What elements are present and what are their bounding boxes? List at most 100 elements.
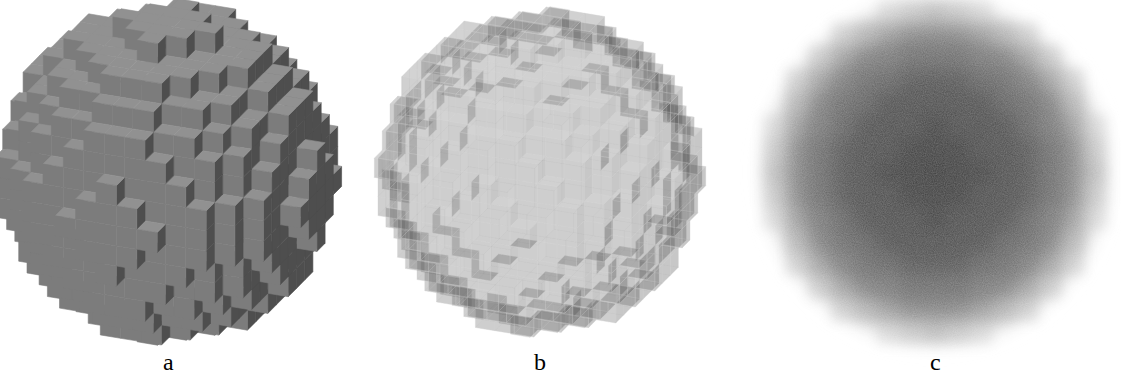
voxel-face xyxy=(620,169,639,191)
voxel-face xyxy=(600,128,620,150)
voxel-face xyxy=(125,298,145,322)
voxel-face xyxy=(409,134,429,156)
voxel-face xyxy=(534,107,554,129)
voxel-face xyxy=(518,200,537,222)
voxel-face xyxy=(60,87,80,110)
voxel-face xyxy=(479,155,499,177)
voxel-face xyxy=(23,181,43,204)
voxel-face xyxy=(471,220,490,242)
voxel-face xyxy=(479,136,499,158)
voxel-face xyxy=(194,280,214,304)
voxel-face xyxy=(170,75,190,99)
voxel-face xyxy=(592,155,612,177)
voxel-face xyxy=(223,174,243,197)
voxel-face xyxy=(538,184,558,206)
voxel-face xyxy=(499,158,518,180)
voxel-face xyxy=(121,77,141,101)
panel-label: b xyxy=(534,350,546,374)
translucent-voxel-sphere xyxy=(374,7,705,338)
voxel-face xyxy=(538,203,558,225)
voxel-face xyxy=(471,182,490,204)
voxel-face xyxy=(479,289,499,311)
voxel-face xyxy=(584,240,603,262)
voxel-face xyxy=(96,182,116,206)
voxel-face xyxy=(565,160,585,182)
voxel-face xyxy=(227,66,247,90)
voxel-face xyxy=(104,134,124,158)
voxel-face xyxy=(584,220,603,242)
voxel-face xyxy=(499,177,518,199)
voxel-face xyxy=(113,105,133,128)
voxel-face xyxy=(76,239,96,263)
voxel-face xyxy=(557,244,577,266)
voxel-face xyxy=(491,223,511,245)
voxel-face xyxy=(440,168,460,190)
voxel-face xyxy=(545,291,565,313)
voxel-face xyxy=(137,40,157,64)
voxel-face xyxy=(565,179,585,201)
voxel-face xyxy=(297,148,317,171)
voxel-face xyxy=(565,275,585,297)
voxel-face xyxy=(612,216,632,238)
voxel-face xyxy=(471,201,490,223)
voxel-face xyxy=(627,142,647,164)
voxel-face xyxy=(92,102,112,125)
voxel-face xyxy=(76,199,96,223)
voxel-face xyxy=(487,108,507,130)
voxel-face xyxy=(510,227,530,249)
voxel-face xyxy=(401,219,421,241)
voxel-face xyxy=(596,70,616,92)
voxel-face xyxy=(194,159,214,183)
voxel-face xyxy=(186,248,206,272)
voxel-face xyxy=(592,270,612,292)
voxel-face xyxy=(215,243,235,266)
voxel-face xyxy=(452,236,472,258)
voxel-face xyxy=(125,278,145,302)
voxel-face xyxy=(84,151,104,174)
voxel-face xyxy=(471,259,490,281)
voxel-face xyxy=(165,184,185,207)
voxel-face xyxy=(268,112,288,135)
voxel-face xyxy=(499,273,518,295)
voxel-face xyxy=(565,37,584,59)
voxel-face xyxy=(145,181,165,205)
voxel-face xyxy=(468,105,488,127)
voxel-face xyxy=(616,93,636,115)
voxel-face xyxy=(174,296,194,319)
voxel-face xyxy=(116,246,136,270)
voxel-face xyxy=(43,164,63,187)
voxel-face xyxy=(569,75,589,97)
voxel-face xyxy=(125,177,145,200)
voxel-face xyxy=(31,132,51,156)
panel-label: c xyxy=(930,350,941,374)
voxel-face xyxy=(655,176,674,198)
voxel-face xyxy=(518,161,537,183)
voxel-face xyxy=(401,200,421,222)
voxel-face xyxy=(491,204,511,226)
voxel-face xyxy=(223,154,243,177)
voxel-face xyxy=(165,204,185,227)
voxel-face xyxy=(663,149,683,171)
voxel-face xyxy=(401,180,421,202)
voxel-face xyxy=(165,265,185,288)
voxel-face xyxy=(471,239,490,261)
voxel-face xyxy=(223,275,243,298)
voxel-face xyxy=(162,104,182,128)
voxel-face xyxy=(518,180,537,202)
voxel-face xyxy=(647,203,667,225)
voxel-face xyxy=(440,263,460,285)
voxel-face xyxy=(165,224,185,247)
voxel-face xyxy=(145,201,165,225)
voxel-face xyxy=(475,78,495,100)
voxel-face xyxy=(288,176,308,199)
voxel-face xyxy=(243,198,263,222)
voxel-face xyxy=(166,35,186,58)
voxel-face xyxy=(581,105,601,127)
voxel-face xyxy=(421,164,441,186)
voxel-face xyxy=(195,30,215,54)
voxel-face xyxy=(96,263,116,286)
voxel-face xyxy=(635,115,655,137)
voxel-face xyxy=(440,148,460,170)
voxel-face xyxy=(145,161,165,185)
